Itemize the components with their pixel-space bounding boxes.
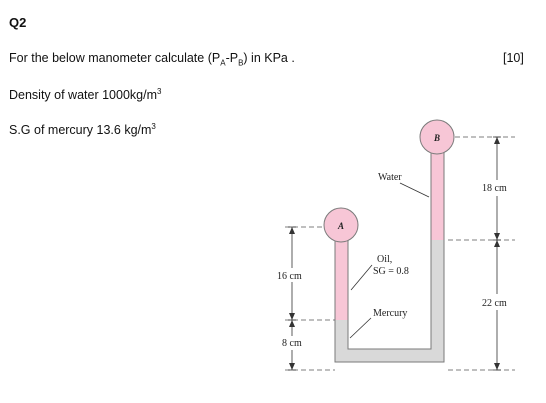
u-bottom-mercury (335, 349, 444, 362)
sg-exponent: 3 (151, 122, 156, 131)
bulb-b-label: B (433, 133, 440, 143)
left-tube-oil (335, 240, 348, 320)
mercury-label: Mercury (373, 308, 407, 319)
u-tube-outline (334, 152, 445, 363)
marks-label: [10] (503, 51, 524, 65)
left-arrowheads (289, 227, 295, 370)
dim-22-label: 22 cm (482, 298, 507, 309)
bulb-a (323, 207, 359, 243)
oil-label-line1: Oil, (377, 254, 392, 265)
sg-text: S.G of mercury 13.6 kg/m (9, 123, 152, 138)
mercury-leader (349, 317, 372, 339)
subscript-b: B (238, 58, 244, 68)
bulb-a-label: A (337, 221, 344, 231)
subscript-a: A (220, 58, 226, 68)
density-text: Density of water 1000kg/m (9, 88, 157, 103)
prompt-after: ) in KPa . (243, 51, 295, 65)
dim-18-label: 18 cm (482, 183, 507, 194)
prompt-before: For the below manometer calculate (P (9, 51, 221, 65)
question-prompt: For the below manometer calculate (PA-PB… (9, 51, 295, 68)
right-arrowheads (494, 137, 500, 370)
water-label: Water (378, 172, 402, 183)
oil-label-line2: SG = 0.8 (373, 266, 409, 277)
density-exponent: 3 (157, 87, 162, 96)
oil-leader (350, 264, 373, 291)
density-line: Density of water 1000kg/m3 (9, 87, 161, 102)
bulb-b (419, 119, 455, 155)
prompt-dash: -P (225, 51, 239, 65)
right-dimensions (493, 136, 501, 371)
question-number: Q2 (9, 15, 27, 30)
right-tube-mercury (431, 240, 444, 362)
water-leader (399, 182, 430, 198)
dim-8-label: 8 cm (282, 338, 302, 349)
sg-line: S.G of mercury 13.6 kg/m3 (9, 122, 156, 137)
dim-16-label: 16 cm (277, 271, 302, 282)
